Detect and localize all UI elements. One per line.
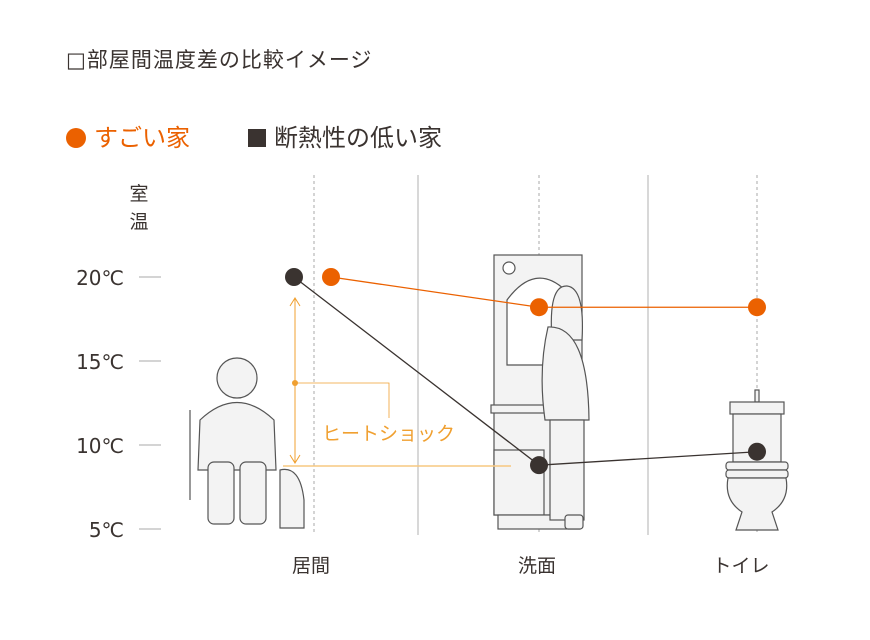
data-point <box>748 442 766 461</box>
legend-item-sugoi-ie: すごい家 <box>66 118 190 153</box>
data-point <box>530 298 548 317</box>
y-tick-label: 5℃ <box>89 518 124 542</box>
annotation-leader <box>295 382 390 418</box>
chart-title: □部屋間温度差の比較イメージ <box>66 48 373 72</box>
arrow-up-icon <box>289 297 301 307</box>
y-axis-label-2: 温 <box>129 211 148 233</box>
y-tick-label: 20℃ <box>76 266 124 290</box>
orange-circle-icon <box>66 128 86 148</box>
y-axis-label-1: 室 <box>129 183 148 205</box>
x-category-label: 居間 <box>292 555 330 577</box>
legend-label: 断熱性の低い家 <box>274 124 442 152</box>
sitting-person-illustration <box>189 357 305 529</box>
standing-person-illustration <box>541 285 590 530</box>
y-tick-label: 10℃ <box>76 434 124 458</box>
x-category-label: 洗面 <box>518 555 556 577</box>
y-tick-label: 15℃ <box>76 350 124 374</box>
data-point <box>748 298 766 317</box>
x-category-label: トイレ <box>712 555 769 577</box>
legend-label: すごい家 <box>94 124 190 152</box>
legend-item-low-insulation: 断熱性の低い家 <box>248 118 442 153</box>
black-square-icon <box>248 129 266 147</box>
data-point <box>285 268 303 286</box>
arrow-down-icon <box>289 454 301 464</box>
data-point <box>322 268 340 286</box>
heat-shock-label: ヒートショック <box>322 423 455 445</box>
heat-shock-annotation: ヒートショック <box>283 297 511 467</box>
data-point <box>530 456 548 475</box>
